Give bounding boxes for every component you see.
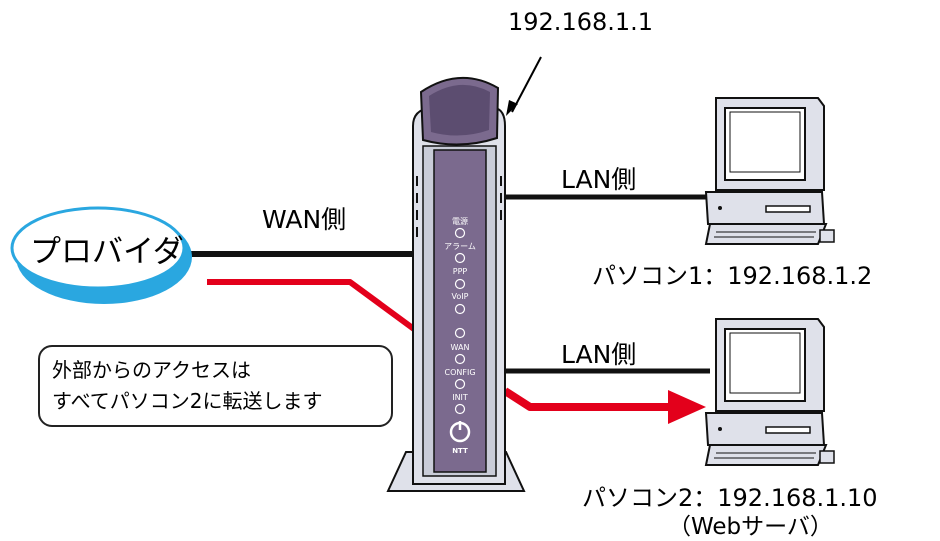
led-voip <box>454 303 466 315</box>
ip-pointer-arrowhead <box>506 100 518 116</box>
pc1-label: パソコン1：192.168.1.2 <box>592 262 873 290</box>
incoming-red-line <box>207 279 420 335</box>
note-line-2: すべてパソコン2に転送します <box>52 389 323 413</box>
led-init <box>454 403 466 415</box>
pc1-computer-icon <box>704 97 835 245</box>
router-ip-label: 192.168.1.1 <box>508 8 654 36</box>
provider-cloud <box>10 206 192 304</box>
led-label-alarm: アラーム <box>444 242 476 251</box>
provider-label: プロバイダ <box>30 234 184 270</box>
cables <box>185 194 710 374</box>
led-label-config: CONFIG <box>444 368 475 377</box>
ip-pointer-line <box>511 56 542 113</box>
outgoing-red-line <box>502 387 672 411</box>
lan2-label: LAN側 <box>561 340 637 369</box>
power-button-icon <box>449 421 471 443</box>
led-label-ppp: PPP <box>453 267 468 276</box>
pc2-label: パソコン2：192.168.1.10 <box>582 484 878 512</box>
led-label-wan: WAN <box>451 343 470 352</box>
forwarding-note: 外部からのアクセスは すべてパソコン2に転送します <box>38 345 393 427</box>
led-label-init: INIT <box>452 393 468 402</box>
led-label-power: 電源 <box>452 217 468 226</box>
lan1-label: LAN側 <box>561 165 637 194</box>
router: 電源 アラーム PPP VoIP WAN CONFIG INIT NTT <box>386 77 526 492</box>
led-alarm <box>454 252 466 264</box>
led-config <box>454 378 466 390</box>
led-ppp <box>454 278 466 290</box>
router-front-panel <box>433 149 487 473</box>
pc2-computer-icon <box>704 318 835 466</box>
led-power <box>454 227 466 239</box>
forwarding-path <box>207 279 706 424</box>
forward-arrowhead <box>668 390 706 424</box>
note-line-1: 外部からのアクセスは <box>52 358 251 382</box>
led-label-voip: VoIP <box>452 292 469 301</box>
wan-label: WAN側 <box>262 205 347 234</box>
led-wan <box>454 353 466 365</box>
led-blank <box>454 327 466 339</box>
router-brand: NTT <box>452 447 468 455</box>
